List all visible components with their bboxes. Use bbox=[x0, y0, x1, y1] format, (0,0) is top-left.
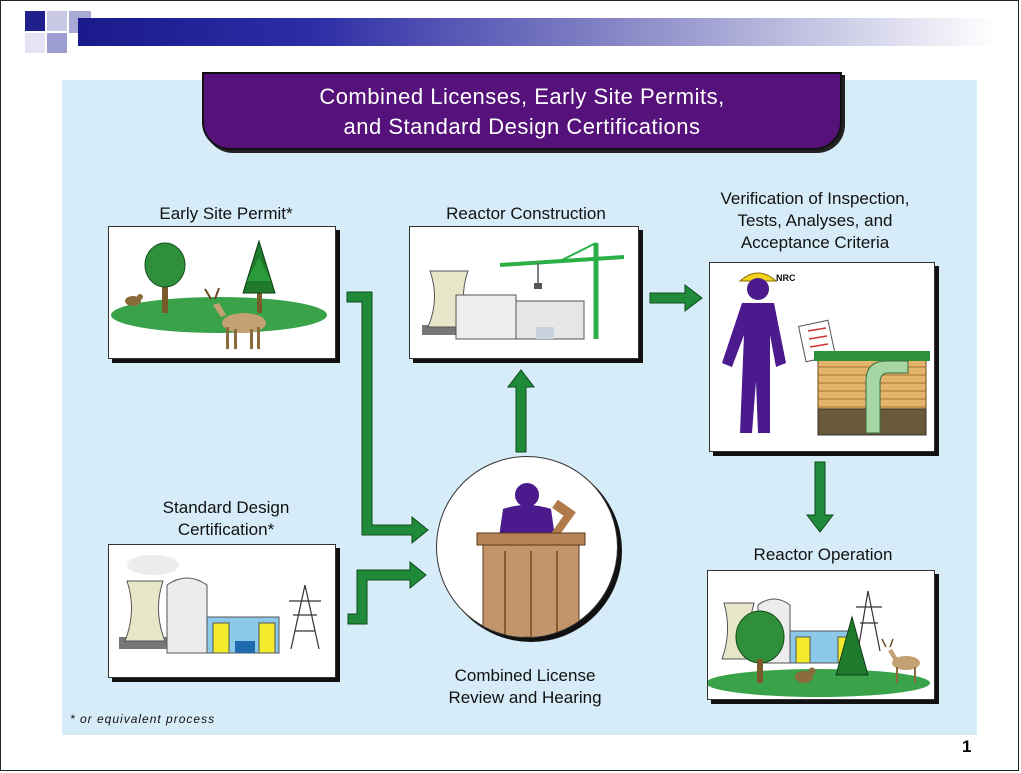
arrow-esp-to-review bbox=[346, 291, 429, 545]
itaac-label-line-3: Acceptance Criteria bbox=[740, 233, 890, 252]
itaac-illustration: NRC bbox=[709, 262, 935, 452]
title-line-2: and Standard Design Certifications bbox=[343, 114, 701, 139]
nrc-badge: NRC bbox=[776, 273, 796, 283]
page-number: 1 bbox=[962, 737, 972, 756]
reactor-construction-illustration bbox=[409, 226, 639, 359]
early-site-permit-illustration bbox=[108, 226, 336, 359]
hearing-illustration bbox=[436, 456, 618, 638]
footnote: * or equivalent process bbox=[70, 712, 216, 726]
review-hearing-label-line-2: Review and Hearing bbox=[448, 688, 602, 707]
itaac-label-line-1: Verification of Inspection, bbox=[720, 189, 910, 208]
review-hearing-label-line-1: Combined License bbox=[454, 666, 596, 685]
early-site-permit-label: Early Site Permit* bbox=[159, 204, 293, 223]
reactor-construction-label: Reactor Construction bbox=[446, 204, 606, 223]
reactor-operation-label: Reactor Operation bbox=[753, 545, 893, 564]
arrow-design-cert-to-review bbox=[347, 560, 427, 625]
design-certification-illustration bbox=[108, 544, 336, 678]
arrow-review-to-construction bbox=[506, 369, 536, 453]
arrow-construction-to-itaac bbox=[649, 283, 703, 313]
title-line-1: Combined Licenses, Early Site Permits, bbox=[319, 84, 725, 109]
title-banner: Combined Licenses, Early Site Permits, a… bbox=[202, 72, 842, 150]
header-gradient-bar bbox=[78, 18, 998, 46]
arrow-itaac-to-operation bbox=[805, 461, 835, 533]
design-certification-label-line-1: Standard Design bbox=[162, 498, 290, 517]
design-certification-label-line-2: Certification* bbox=[177, 520, 275, 539]
itaac-label-line-2: Tests, Analyses, and bbox=[737, 211, 893, 230]
reactor-operation-illustration bbox=[707, 570, 935, 700]
